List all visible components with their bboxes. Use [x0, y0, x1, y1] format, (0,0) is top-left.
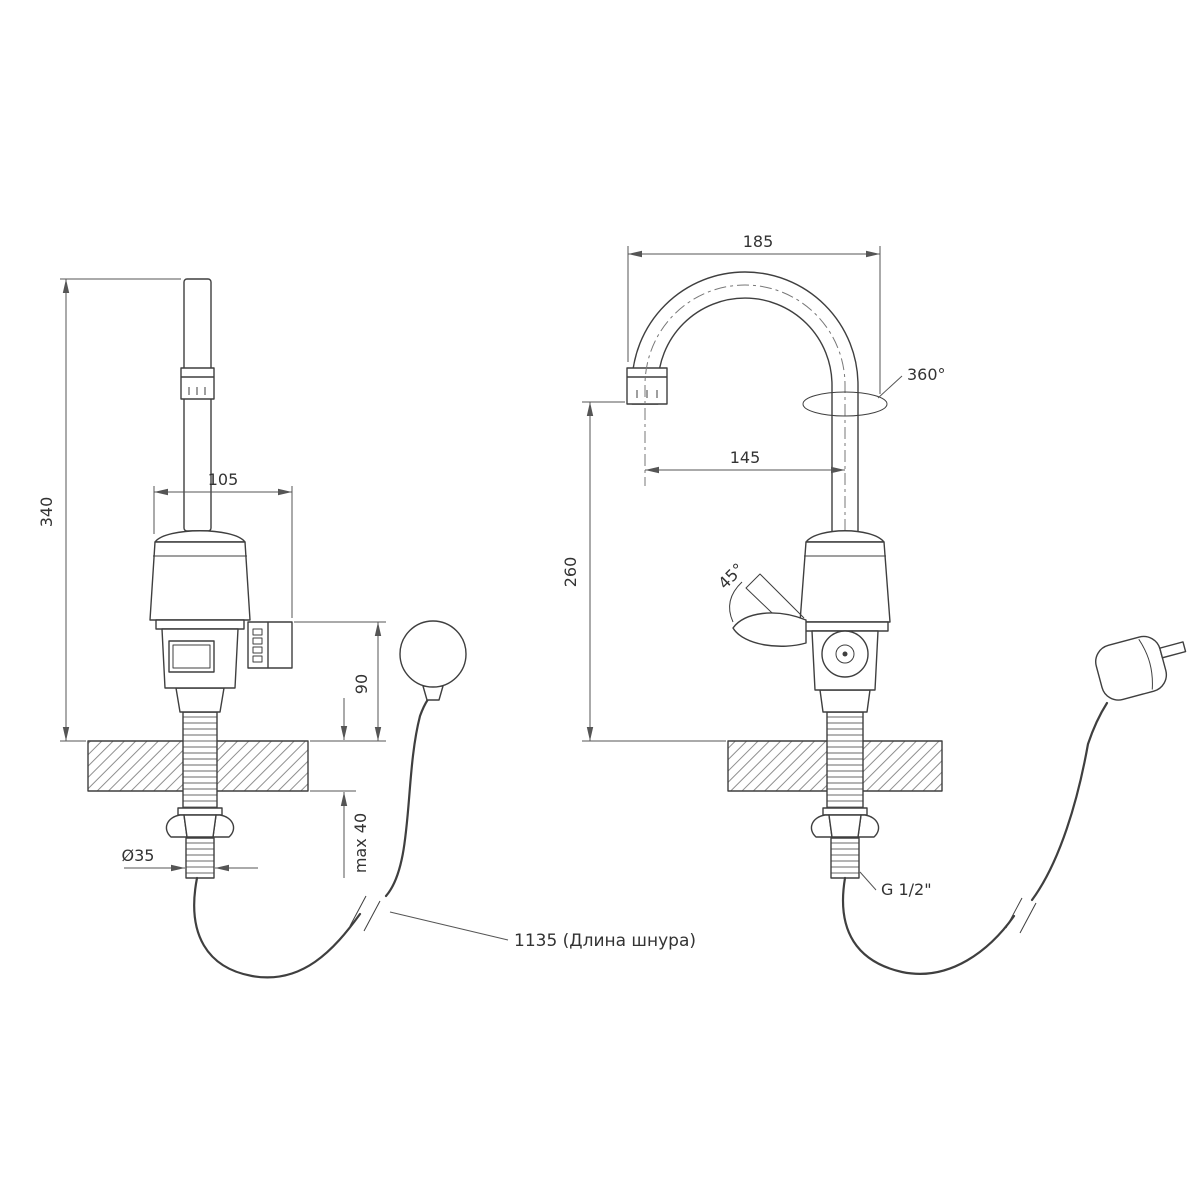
cord-break-mark [363, 900, 381, 932]
inlet-pipe-right [830, 837, 860, 879]
dimension-spout-reach: 145 [645, 448, 845, 474]
mounting-shank-left [182, 711, 218, 809]
dimension-cord-length: 1135 (Длина шнура) [389, 911, 696, 951]
power-cord-left [193, 876, 362, 979]
right-view [626, 271, 1187, 975]
dim-hole-dia-label: Ø35 [122, 846, 155, 865]
mounting-nut-right [810, 807, 880, 838]
dim-reach-label: 145 [730, 448, 761, 467]
cord-break-mark [1005, 897, 1023, 929]
dim-body-width-label: 105 [208, 470, 239, 489]
control-box [247, 621, 293, 669]
handle-rotation-arc [729, 581, 743, 623]
aerator-right [626, 367, 668, 405]
left-view [87, 278, 467, 979]
control-knob-center [842, 651, 848, 657]
dimension-spout-width: 185 [627, 232, 881, 394]
aerator-left [180, 367, 215, 400]
body-cap-right [805, 530, 885, 543]
dim-width-top-label: 185 [743, 232, 774, 251]
body-flange-right [801, 621, 889, 632]
handle-angle-label: 45° [714, 559, 747, 592]
dim-deck-max-label: max 40 [351, 813, 370, 873]
dimension-total-height: 340 [37, 278, 181, 742]
dimension-body-width: 105 [153, 470, 293, 618]
base-neck-right [819, 689, 871, 713]
power-plug-front [399, 620, 467, 688]
plug-neck [422, 685, 444, 701]
dimension-hole-diameter: Ø35 [122, 846, 258, 872]
base-neck-left [175, 687, 225, 713]
thread-label: G 1/2" [881, 880, 932, 899]
body-cap-left [154, 530, 246, 543]
cord-break-mark [1019, 902, 1037, 934]
spout-left [183, 278, 212, 532]
display [168, 640, 215, 673]
mounting-nut-left [165, 807, 235, 838]
annotation-thread: G 1/2" [859, 871, 932, 899]
heater-body-left [149, 541, 251, 621]
annotation-swivel: 360° [877, 365, 946, 399]
swivel-label: 360° [907, 365, 946, 384]
mounting-shank-right [826, 711, 864, 809]
power-plug-side [1095, 635, 1187, 701]
inlet-pipe-left [185, 837, 215, 879]
dim-body-height-label: 90 [352, 674, 371, 694]
dim-total-height-label: 340 [37, 497, 56, 528]
dimension-body-height: 90 [294, 621, 386, 742]
swivel-ellipse [802, 391, 888, 417]
annotation-handle-angle: 45° [714, 559, 747, 592]
power-cord-left-upper [384, 694, 432, 898]
body-flange-left [155, 619, 245, 630]
power-cord-right [841, 876, 1016, 975]
handle-raised-position [745, 573, 805, 633]
spout-centerline [644, 284, 846, 600]
dimension-spout-height: 260 [561, 401, 726, 742]
dim-spout-height-label: 260 [561, 557, 580, 588]
dimension-deck-thickness: max 40 [310, 698, 370, 878]
cord-length-label: 1135 (Длина шнура) [514, 931, 696, 951]
heater-body-right [799, 541, 891, 623]
power-cord-right-upper [1030, 701, 1109, 902]
plug-pin [1159, 641, 1187, 659]
handle-lever [732, 612, 807, 647]
cord-break-mark [349, 895, 367, 927]
